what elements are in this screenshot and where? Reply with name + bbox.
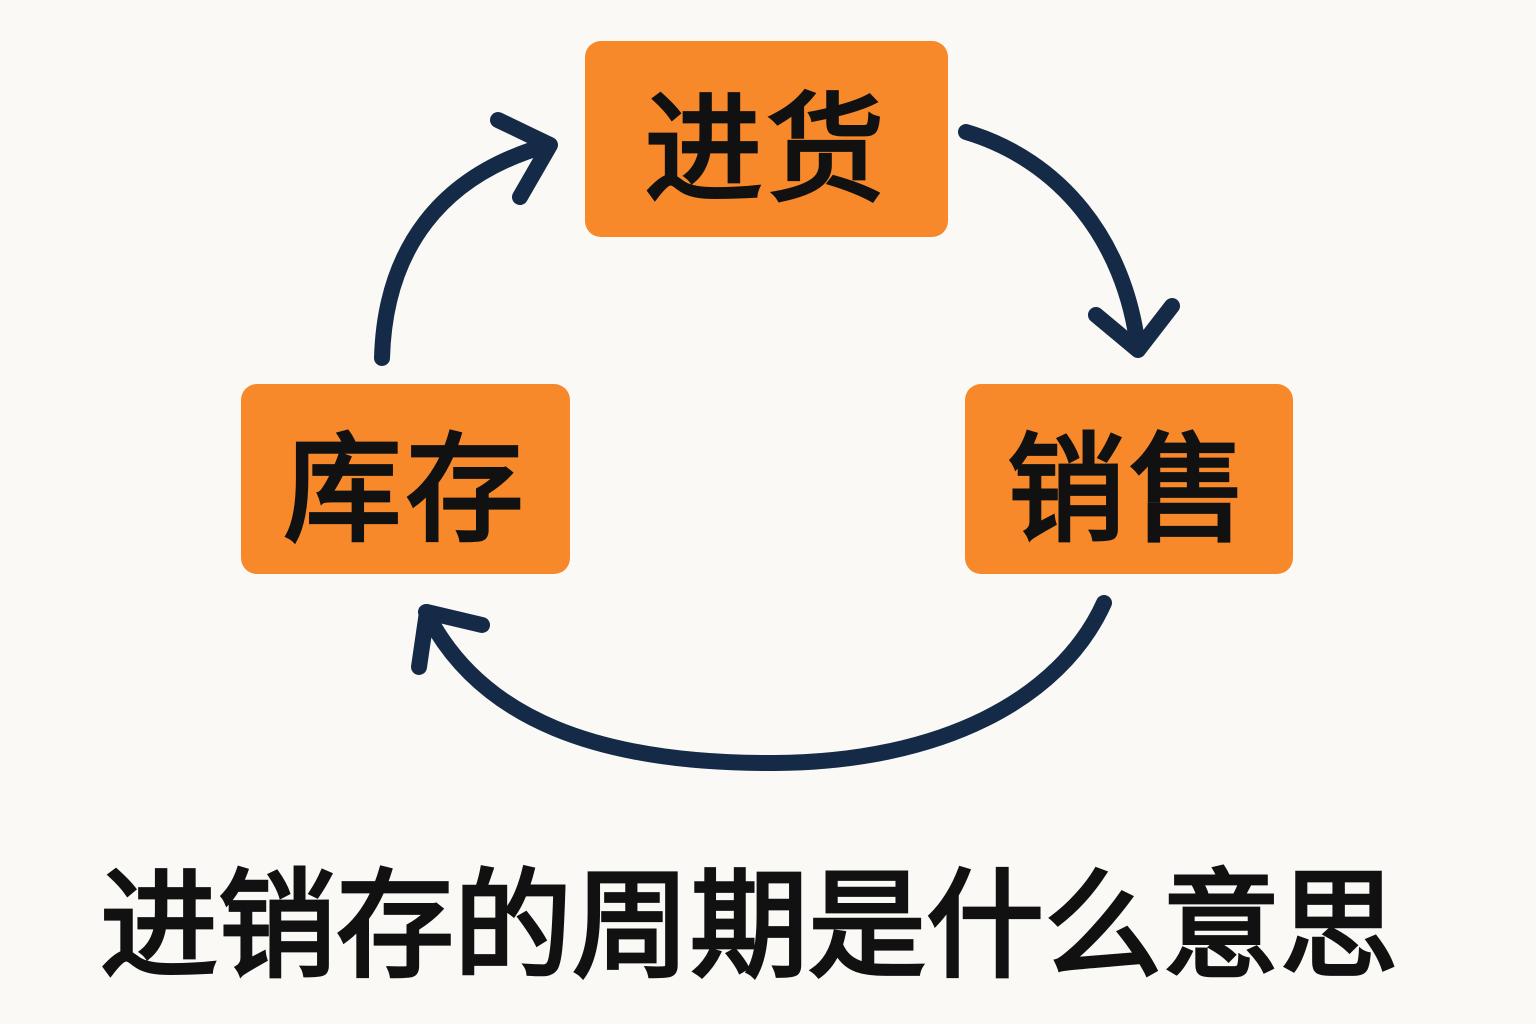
arrow-inventory-to-purchase [374, 112, 558, 366]
arrow-sales-to-inventory [411, 595, 1112, 772]
node-purchase-label: 进货 [644, 80, 889, 219]
node-sales: 销售 [965, 384, 1293, 574]
arrow-purchase-to-sales [958, 124, 1180, 358]
page-title: 进销存的周期是什么意思 [100, 857, 1399, 995]
node-purchase: 进货 [585, 41, 948, 237]
node-inventory-label: 库存 [283, 420, 528, 559]
node-inventory: 库存 [241, 384, 570, 574]
node-sales-label: 销售 [1006, 420, 1251, 559]
